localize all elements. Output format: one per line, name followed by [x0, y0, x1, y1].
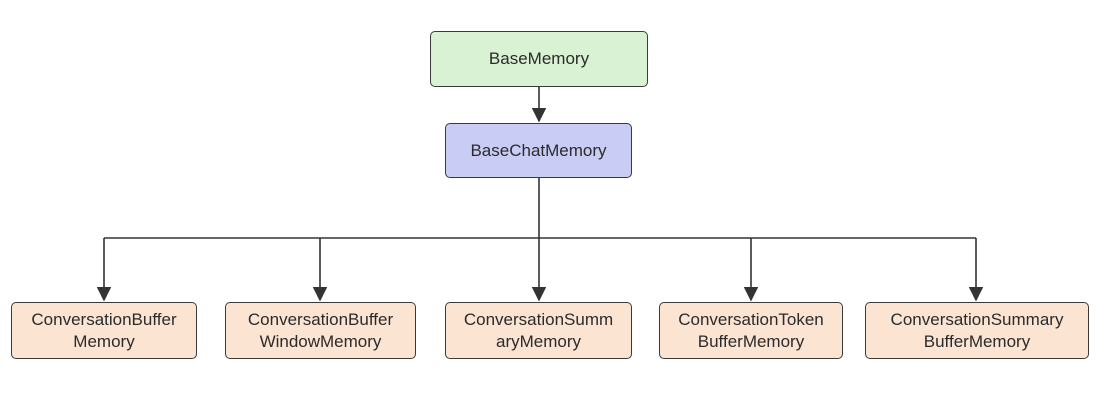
leaf-label-line1: ConversationSumm: [463, 309, 614, 329]
leaf-label-line2: aryMemory: [495, 331, 581, 351]
node-conversation-buffer-memory: ConversationBuffer Memory: [11, 302, 197, 359]
node-base-chat-memory: BaseChatMemory: [445, 123, 632, 178]
leaf-label-line1: ConversationBuffer: [31, 309, 177, 329]
node-base-memory-label: BaseMemory: [488, 49, 590, 68]
leaf-label-line2: WindowMemory: [259, 331, 382, 351]
leaf-label-line1: ConversationBuffer: [247, 309, 394, 329]
node-base-chat-memory-label: BaseChatMemory: [470, 140, 607, 160]
leaf-label-line2: BufferMemory: [923, 331, 1031, 351]
leaf-label-line2: BufferMemory: [697, 331, 805, 351]
node-conversation-token-buffer-memory: ConversationToken BufferMemory: [659, 302, 843, 359]
node-conversation-buffer-window-memory: ConversationBuffer WindowMemory: [225, 302, 416, 359]
node-base-memory: BaseMemory: [430, 31, 648, 87]
node-conversation-summary-buffer-memory: ConversationSummary BufferMemory: [865, 302, 1089, 359]
node-conversation-summary-memory: ConversationSumm aryMemory: [445, 302, 632, 359]
leaf-label-line1: ConversationToken: [678, 309, 824, 329]
leaf-label-line1: ConversationSummary: [890, 309, 1064, 329]
leaf-label-line2: Memory: [73, 331, 135, 351]
